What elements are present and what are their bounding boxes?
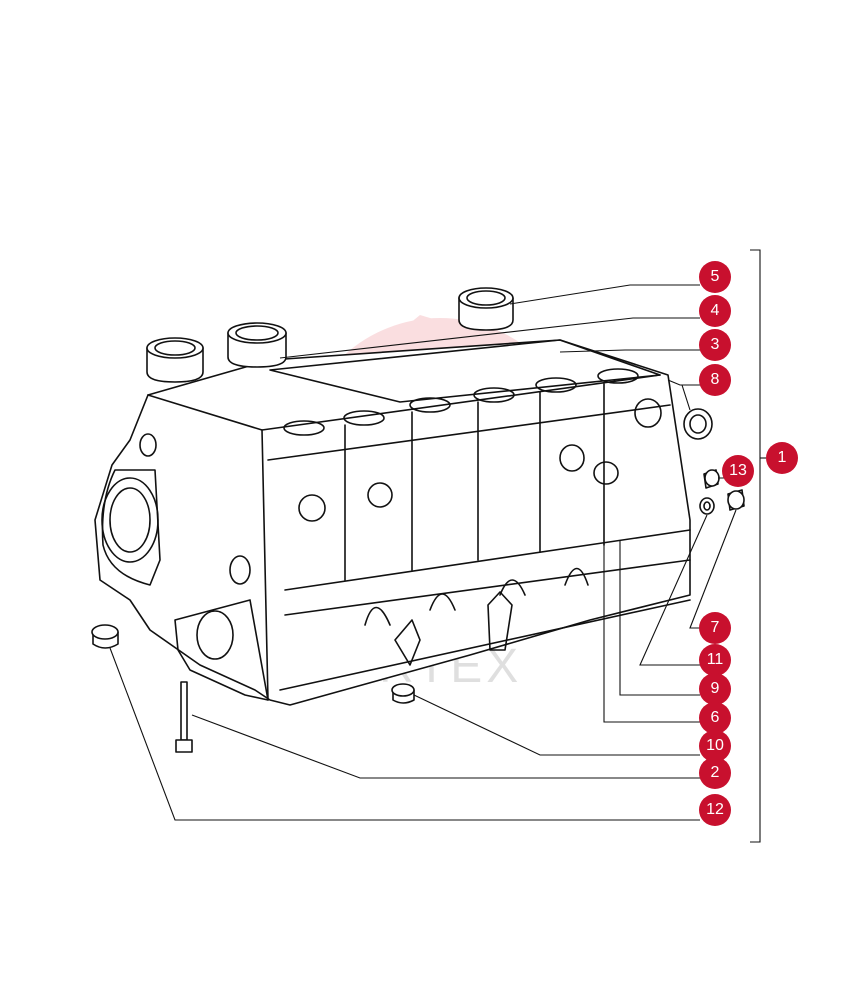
engine-block bbox=[94, 339, 691, 706]
cylinder-head-gasket bbox=[269, 339, 661, 403]
callout-3[interactable]: 3 bbox=[699, 329, 731, 361]
callout-12[interactable]: 12 bbox=[699, 794, 731, 826]
callout-11[interactable]: 11 bbox=[699, 644, 731, 676]
callout-1[interactable]: 1 bbox=[766, 442, 798, 474]
core-plug bbox=[91, 624, 119, 649]
callout-4[interactable]: 4 bbox=[699, 295, 731, 327]
callout-2[interactable]: 2 bbox=[699, 757, 731, 789]
threaded-plugs bbox=[699, 469, 745, 515]
cylinder-liners bbox=[146, 287, 514, 383]
callout-13[interactable]: 13 bbox=[722, 455, 754, 487]
callout-8[interactable]: 8 bbox=[699, 364, 731, 396]
callout-9[interactable]: 9 bbox=[699, 673, 731, 705]
callout-10[interactable]: 10 bbox=[699, 730, 731, 762]
expansion-plug bbox=[391, 683, 415, 704]
callout-6[interactable]: 6 bbox=[699, 702, 731, 734]
leader-lines bbox=[109, 249, 766, 843]
rear-seal bbox=[683, 408, 713, 440]
callout-5[interactable]: 5 bbox=[699, 261, 731, 293]
callout-7[interactable]: 7 bbox=[699, 612, 731, 644]
stud-bolt bbox=[175, 681, 193, 753]
